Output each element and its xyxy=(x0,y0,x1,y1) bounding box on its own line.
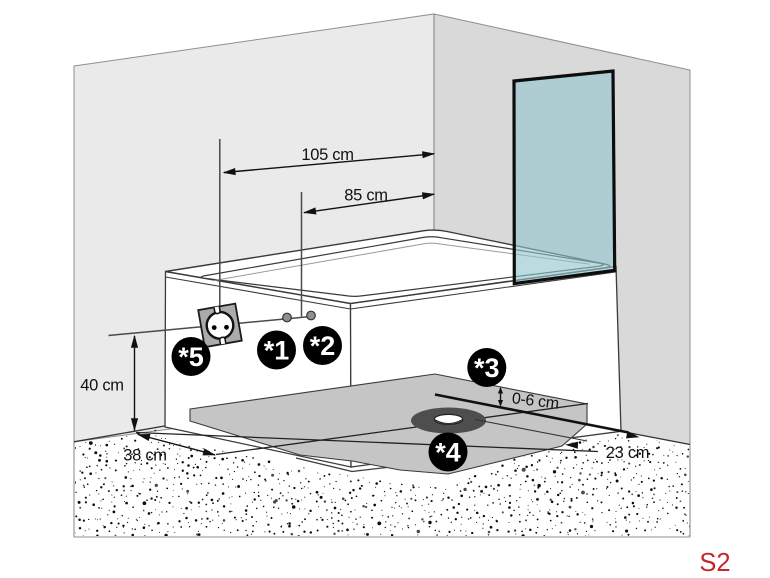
svg-text:*1: *1 xyxy=(264,336,290,366)
svg-text:40 cm: 40 cm xyxy=(80,377,123,395)
svg-text:0-6 cm: 0-6 cm xyxy=(511,390,560,413)
svg-text:105 cm: 105 cm xyxy=(301,146,353,164)
svg-text:38 cm: 38 cm xyxy=(123,447,166,465)
svg-text:S2: S2 xyxy=(699,549,730,577)
svg-text:85 cm: 85 cm xyxy=(344,187,387,205)
svg-text:*3: *3 xyxy=(474,353,500,383)
svg-text:*5: *5 xyxy=(178,342,204,372)
svg-text:*4: *4 xyxy=(435,438,461,468)
svg-text:23 cm: 23 cm xyxy=(606,444,649,462)
svg-text:*2: *2 xyxy=(310,331,336,361)
